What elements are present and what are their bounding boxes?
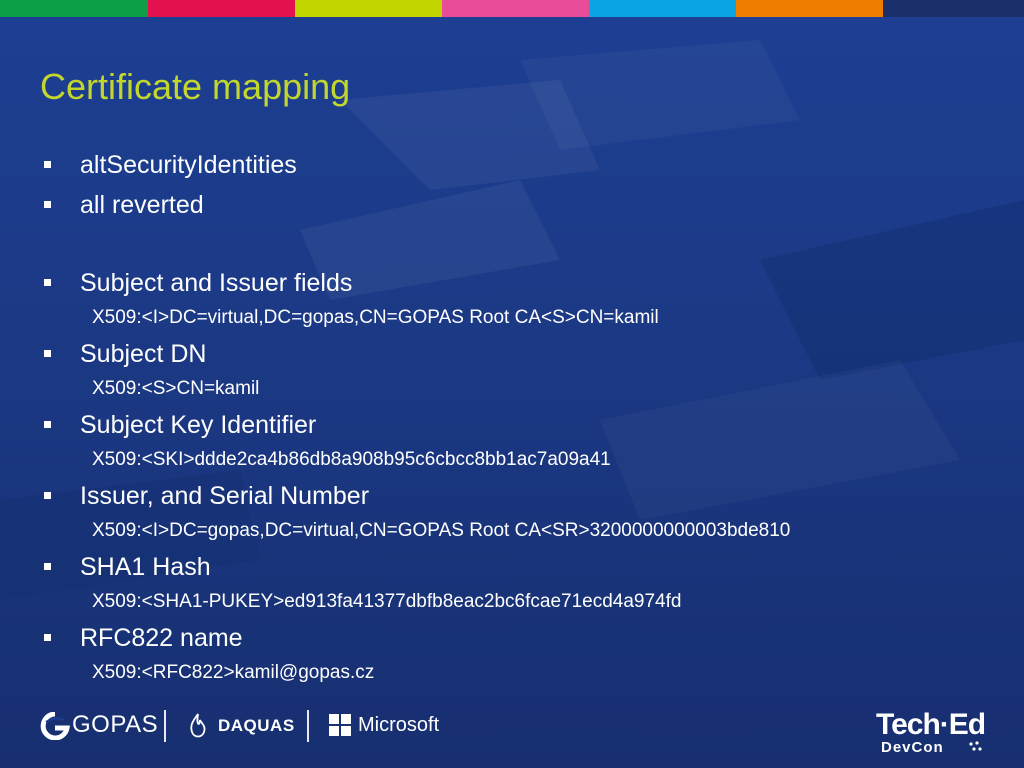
bullet-square-icon: [44, 492, 51, 499]
bullet-item: Issuer, and Serial Number: [44, 482, 370, 511]
gopas-logo-text: GOPAS: [72, 711, 159, 738]
stripe-red: [148, 0, 295, 17]
logo-divider: [307, 710, 309, 742]
bullet-square-icon: [44, 161, 51, 168]
gopas-logo-icon: [40, 712, 70, 740]
bullet-text: SHA1 Hash: [80, 553, 211, 581]
microsoft-windows-icon: [329, 714, 351, 736]
slide-title: Certificate mapping: [40, 66, 351, 107]
teched-logo-text: Tech·Ed: [876, 708, 986, 741]
bullet-subtext: X509:<SKI>ddde2ca4b86db8a908b95c6cbcc8bb…: [92, 449, 611, 470]
bullet-item: altSecurityIdentities: [44, 151, 297, 180]
bullet-text: Subject and Issuer fields: [80, 269, 353, 297]
bullet-text: Subject DN: [80, 340, 207, 368]
stripe-cyan: [589, 0, 736, 17]
bullet-item: RFC822 name: [44, 624, 243, 653]
bullet-item: SHA1 Hash: [44, 553, 211, 582]
stripe-orange: [736, 0, 883, 17]
microsoft-logo-text: Microsoft: [358, 714, 440, 736]
footer-logos: GOPAS DAQUAS Microsoft Tech·Ed DevCon: [0, 700, 1024, 768]
bullet-square-icon: [44, 201, 51, 208]
bullet-subtext: X509:<I>DC=virtual,DC=gopas,CN=GOPAS Roo…: [92, 307, 659, 328]
logo-divider: [164, 710, 166, 742]
stripe-navy: [883, 0, 1024, 17]
daquas-logo-text: DAQUAS: [218, 716, 295, 735]
bullet-subtext: X509:<RFC822>kamil@gopas.cz: [92, 662, 375, 683]
bullet-text: all reverted: [80, 191, 204, 219]
bullet-square-icon: [44, 421, 51, 428]
stripe-lime: [295, 0, 442, 17]
bullet-text: RFC822 name: [80, 624, 243, 652]
bullet-text: Subject Key Identifier: [80, 411, 317, 439]
color-stripe-bar: [0, 0, 1024, 17]
stripe-pink: [442, 0, 589, 17]
bullet-square-icon: [44, 563, 51, 570]
bullet-item: Subject DN: [44, 340, 207, 369]
stripe-green: [0, 0, 148, 17]
bullet-item: all reverted: [44, 191, 204, 220]
bullet-subtext: X509:<SHA1-PUKEY>ed913fa41377dbfb8eac2bc…: [92, 591, 682, 612]
bullet-square-icon: [44, 279, 51, 286]
bullet-square-icon: [44, 350, 51, 357]
bullet-subtext: X509:<I>DC=gopas,DC=virtual,CN=GOPAS Roo…: [92, 520, 791, 541]
bullet-square-icon: [44, 634, 51, 641]
teched-dots-icon: [969, 741, 982, 751]
bullet-subtext: X509:<S>CN=kamil: [92, 378, 260, 399]
devcon-logo-text: DevCon: [881, 739, 944, 756]
bullet-text: altSecurityIdentities: [80, 151, 297, 179]
bullet-item: Subject Key Identifier: [44, 411, 317, 440]
daquas-flame-icon: [190, 713, 206, 738]
bullet-text: Issuer, and Serial Number: [80, 482, 370, 510]
bullet-item: Subject and Issuer fields: [44, 269, 353, 298]
